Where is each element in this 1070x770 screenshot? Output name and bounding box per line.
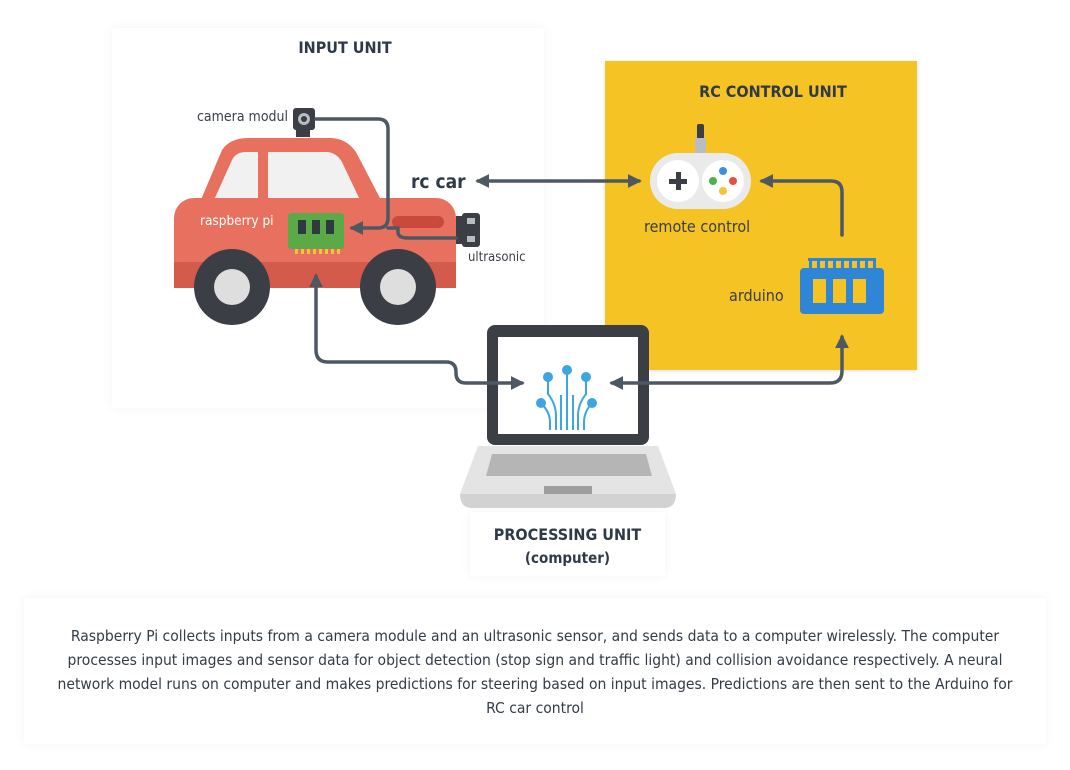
- rc-car-label: rc car: [411, 171, 466, 193]
- raspberry-pi-label: raspberry pi: [200, 213, 274, 229]
- neural-network-nodes-icon: [536, 365, 597, 408]
- processing-unit-label-panel: [470, 512, 665, 576]
- remote-control-icon: [650, 124, 751, 209]
- arduino-board-icon: [800, 258, 884, 314]
- camera-module-label: camera modul: [197, 109, 289, 125]
- rc-control-unit-panel: [605, 61, 917, 370]
- input-unit-title: INPUT UNIT: [298, 38, 392, 57]
- rc-control-unit-title: RC CONTROL UNIT: [699, 82, 847, 101]
- description-panel: [24, 598, 1046, 744]
- ultrasonic-sensor-icon: [456, 213, 480, 247]
- remote-control-label: remote control: [644, 217, 751, 236]
- processing-unit-subtitle: (computer): [524, 549, 611, 567]
- raspberry-pi-board-icon: [288, 213, 344, 254]
- description-text: Raspberry Pi collects inputs from a came…: [57, 627, 1013, 717]
- ultrasonic-label: ultrasonic: [468, 250, 526, 265]
- arduino-label: arduino: [729, 286, 784, 305]
- processing-unit-title: PROCESSING UNIT: [493, 525, 642, 544]
- camera-icon: [293, 108, 315, 137]
- connector-arrows: [309, 117, 849, 390]
